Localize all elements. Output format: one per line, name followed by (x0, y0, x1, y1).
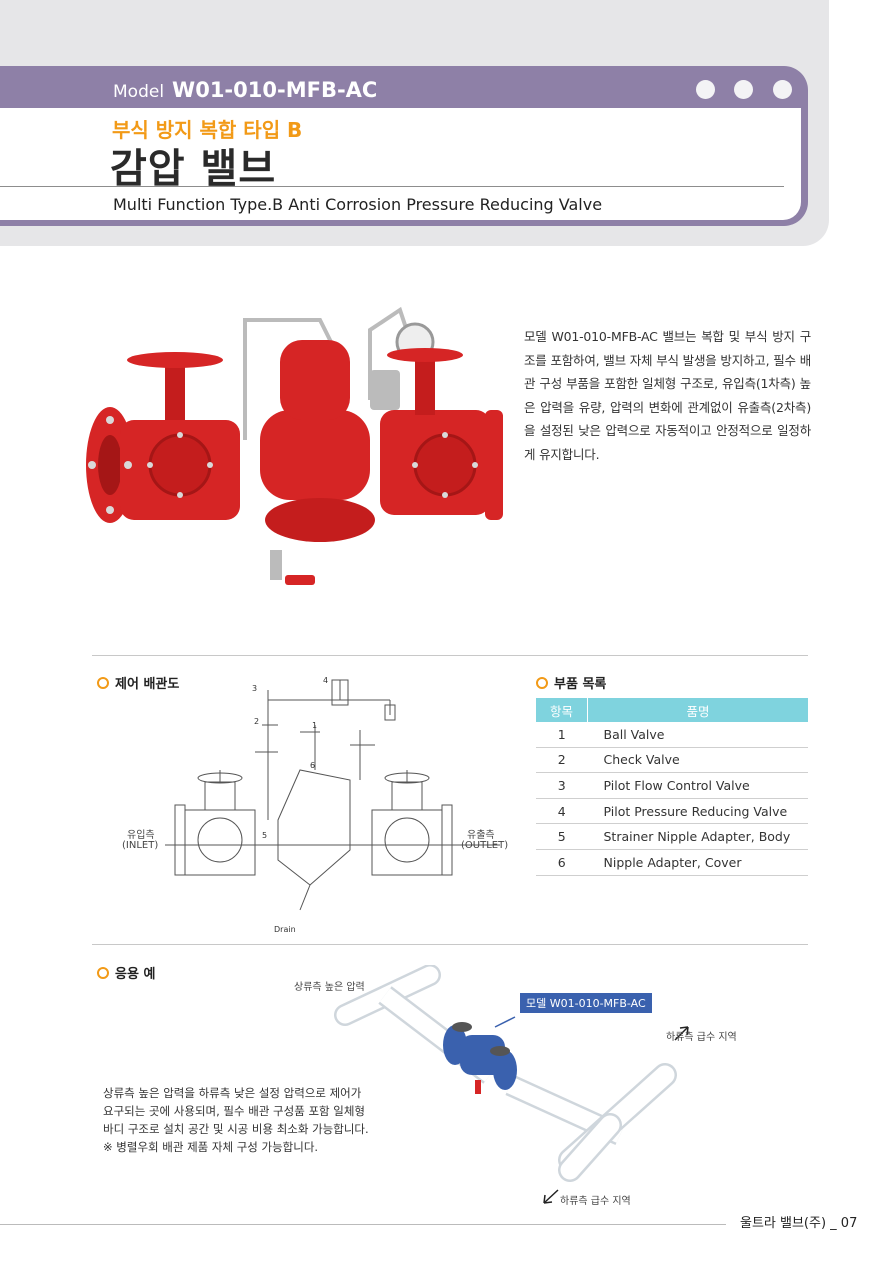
drain-label: Drain (274, 925, 296, 934)
application-text: 상류측 높은 압력을 하류측 낮은 설정 압력으로 제어가 요구되는 곳에 사용… (103, 1084, 373, 1156)
section-divider (92, 655, 808, 656)
header-dot (773, 80, 792, 99)
bullet-ring-icon (97, 676, 109, 689)
upstream-label: 상류측 높은 압력 (294, 982, 365, 993)
valve-product-image (86, 306, 503, 585)
footer-page-label: 울트라 밸브(주) _ 07 (740, 1216, 858, 1231)
part-number: 6 (536, 849, 588, 876)
part-name: Ball Valve (587, 722, 808, 748)
parts-table-header: 항목 품명 (536, 698, 808, 722)
parts-list-title-text: 부품 목록 (554, 677, 607, 692)
control-diagram-title: 제어 배관도 (97, 673, 179, 692)
part-number: 3 (536, 772, 588, 799)
bullet-ring-icon (536, 676, 548, 689)
application-title-text: 응용 예 (115, 967, 156, 982)
subtitle-korean: 부식 방지 복합 타입 B (112, 118, 303, 142)
subtitle-english: Multi Function Type.B Anti Corrosion Pre… (113, 195, 603, 214)
page-title: 감압 밸브 (110, 146, 277, 192)
downstream-label: 하류측 급수 지역 (666, 1032, 737, 1043)
inlet-label-en: (INLET) (122, 840, 159, 851)
col-header-name: 품명 (587, 698, 808, 722)
control-diagram-title-text: 제어 배관도 (115, 677, 180, 692)
model-tag: 모델 W01-010-MFB-AC (520, 993, 652, 1013)
callout-4: 4 (323, 676, 328, 685)
col-header-no: 항목 (536, 698, 588, 722)
header-panel (0, 108, 801, 220)
part-number: 2 (536, 747, 588, 774)
part-name: Nipple Adapter, Cover (587, 849, 808, 876)
application-title: 응용 예 (97, 963, 155, 982)
application-note: ※ 병렬우회 배관 제품 자체 구성 가능합니다. (103, 1140, 319, 1154)
model-label: Model (113, 82, 165, 102)
callout-6: 6 (310, 761, 315, 770)
parts-list-title: 부품 목록 (536, 673, 606, 692)
header-dot (734, 80, 753, 99)
part-name: Strainer Nipple Adapter, Body (587, 823, 808, 850)
inlet-label: 유입측 (127, 830, 155, 841)
part-name: Pilot Pressure Reducing Valve (587, 798, 808, 825)
bullet-ring-icon (97, 966, 109, 979)
product-description: 모델 W01-010-MFB-AC 밸브는 복합 및 부식 방지 구조를 포함하… (524, 329, 811, 462)
model-code: W01-010-MFB-AC (172, 78, 378, 102)
section-divider (92, 944, 808, 945)
outlet-label-en: (OUTLET) (461, 840, 509, 851)
callout-5: 5 (262, 831, 267, 840)
control-piping-diagram: 1 2 3 4 5 6 Drain (165, 676, 500, 934)
callout-3: 3 (252, 684, 257, 693)
model-row: Model W01-010-MFB-AC (113, 78, 377, 102)
header-divider (0, 186, 784, 187)
callout-1: 1 (312, 721, 317, 730)
part-number: 1 (536, 722, 588, 748)
downstream-label: 하류측 급수 지역 (560, 1196, 631, 1207)
outlet-label: 유출측 (467, 830, 495, 841)
footer-divider (0, 1224, 726, 1225)
application-pipe-illustration (334, 965, 689, 1204)
callout-2: 2 (254, 717, 259, 726)
part-number: 5 (536, 823, 588, 850)
part-name: Pilot Flow Control Valve (587, 772, 808, 799)
application-description: 상류측 높은 압력을 하류측 낮은 설정 압력으로 제어가 요구되는 곳에 사용… (103, 1086, 369, 1136)
part-number: 4 (536, 798, 588, 825)
part-name: Check Valve (587, 747, 808, 774)
header-dot (696, 80, 715, 99)
